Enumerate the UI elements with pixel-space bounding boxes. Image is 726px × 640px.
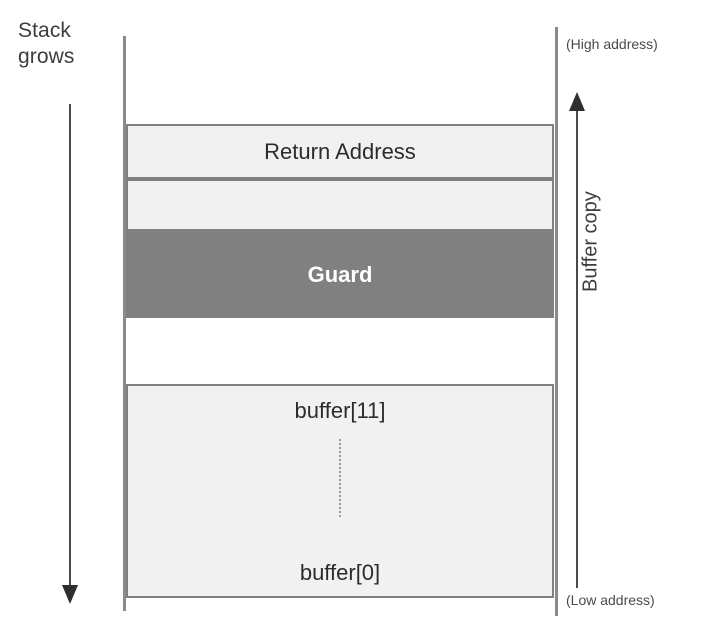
stack-grows-arrow-shaft xyxy=(69,104,71,588)
stack-block-buffer: buffer[11] buffer[0] xyxy=(126,384,554,598)
stack-grows-arrow-head-icon xyxy=(62,585,78,604)
buffer-copy-arrow-shaft xyxy=(576,110,578,588)
stack-left-rail xyxy=(123,36,126,611)
buffer-copy-label: Buffer copy xyxy=(579,191,602,292)
buffer-bottom-index-label: buffer[0] xyxy=(299,560,381,585)
buffer-top-index-label: buffer[11] xyxy=(294,398,386,423)
buffer-ellipsis-dotted-line xyxy=(339,439,341,517)
buffer-copy-arrow-head-icon xyxy=(569,92,585,111)
low-address-label: (Low address) xyxy=(566,592,655,608)
stack-block-padding xyxy=(126,179,554,231)
stack-block-guard-label: Guard xyxy=(307,261,373,287)
stack-block-return-address: Return Address xyxy=(126,124,554,179)
stack-grows-label: Stack grows xyxy=(18,19,75,68)
stack-right-rail xyxy=(555,27,558,616)
stack-block-guard: Guard xyxy=(126,231,554,318)
stack-block-return-address-label: Return Address xyxy=(264,138,416,164)
high-address-label: (High address) xyxy=(566,36,658,52)
